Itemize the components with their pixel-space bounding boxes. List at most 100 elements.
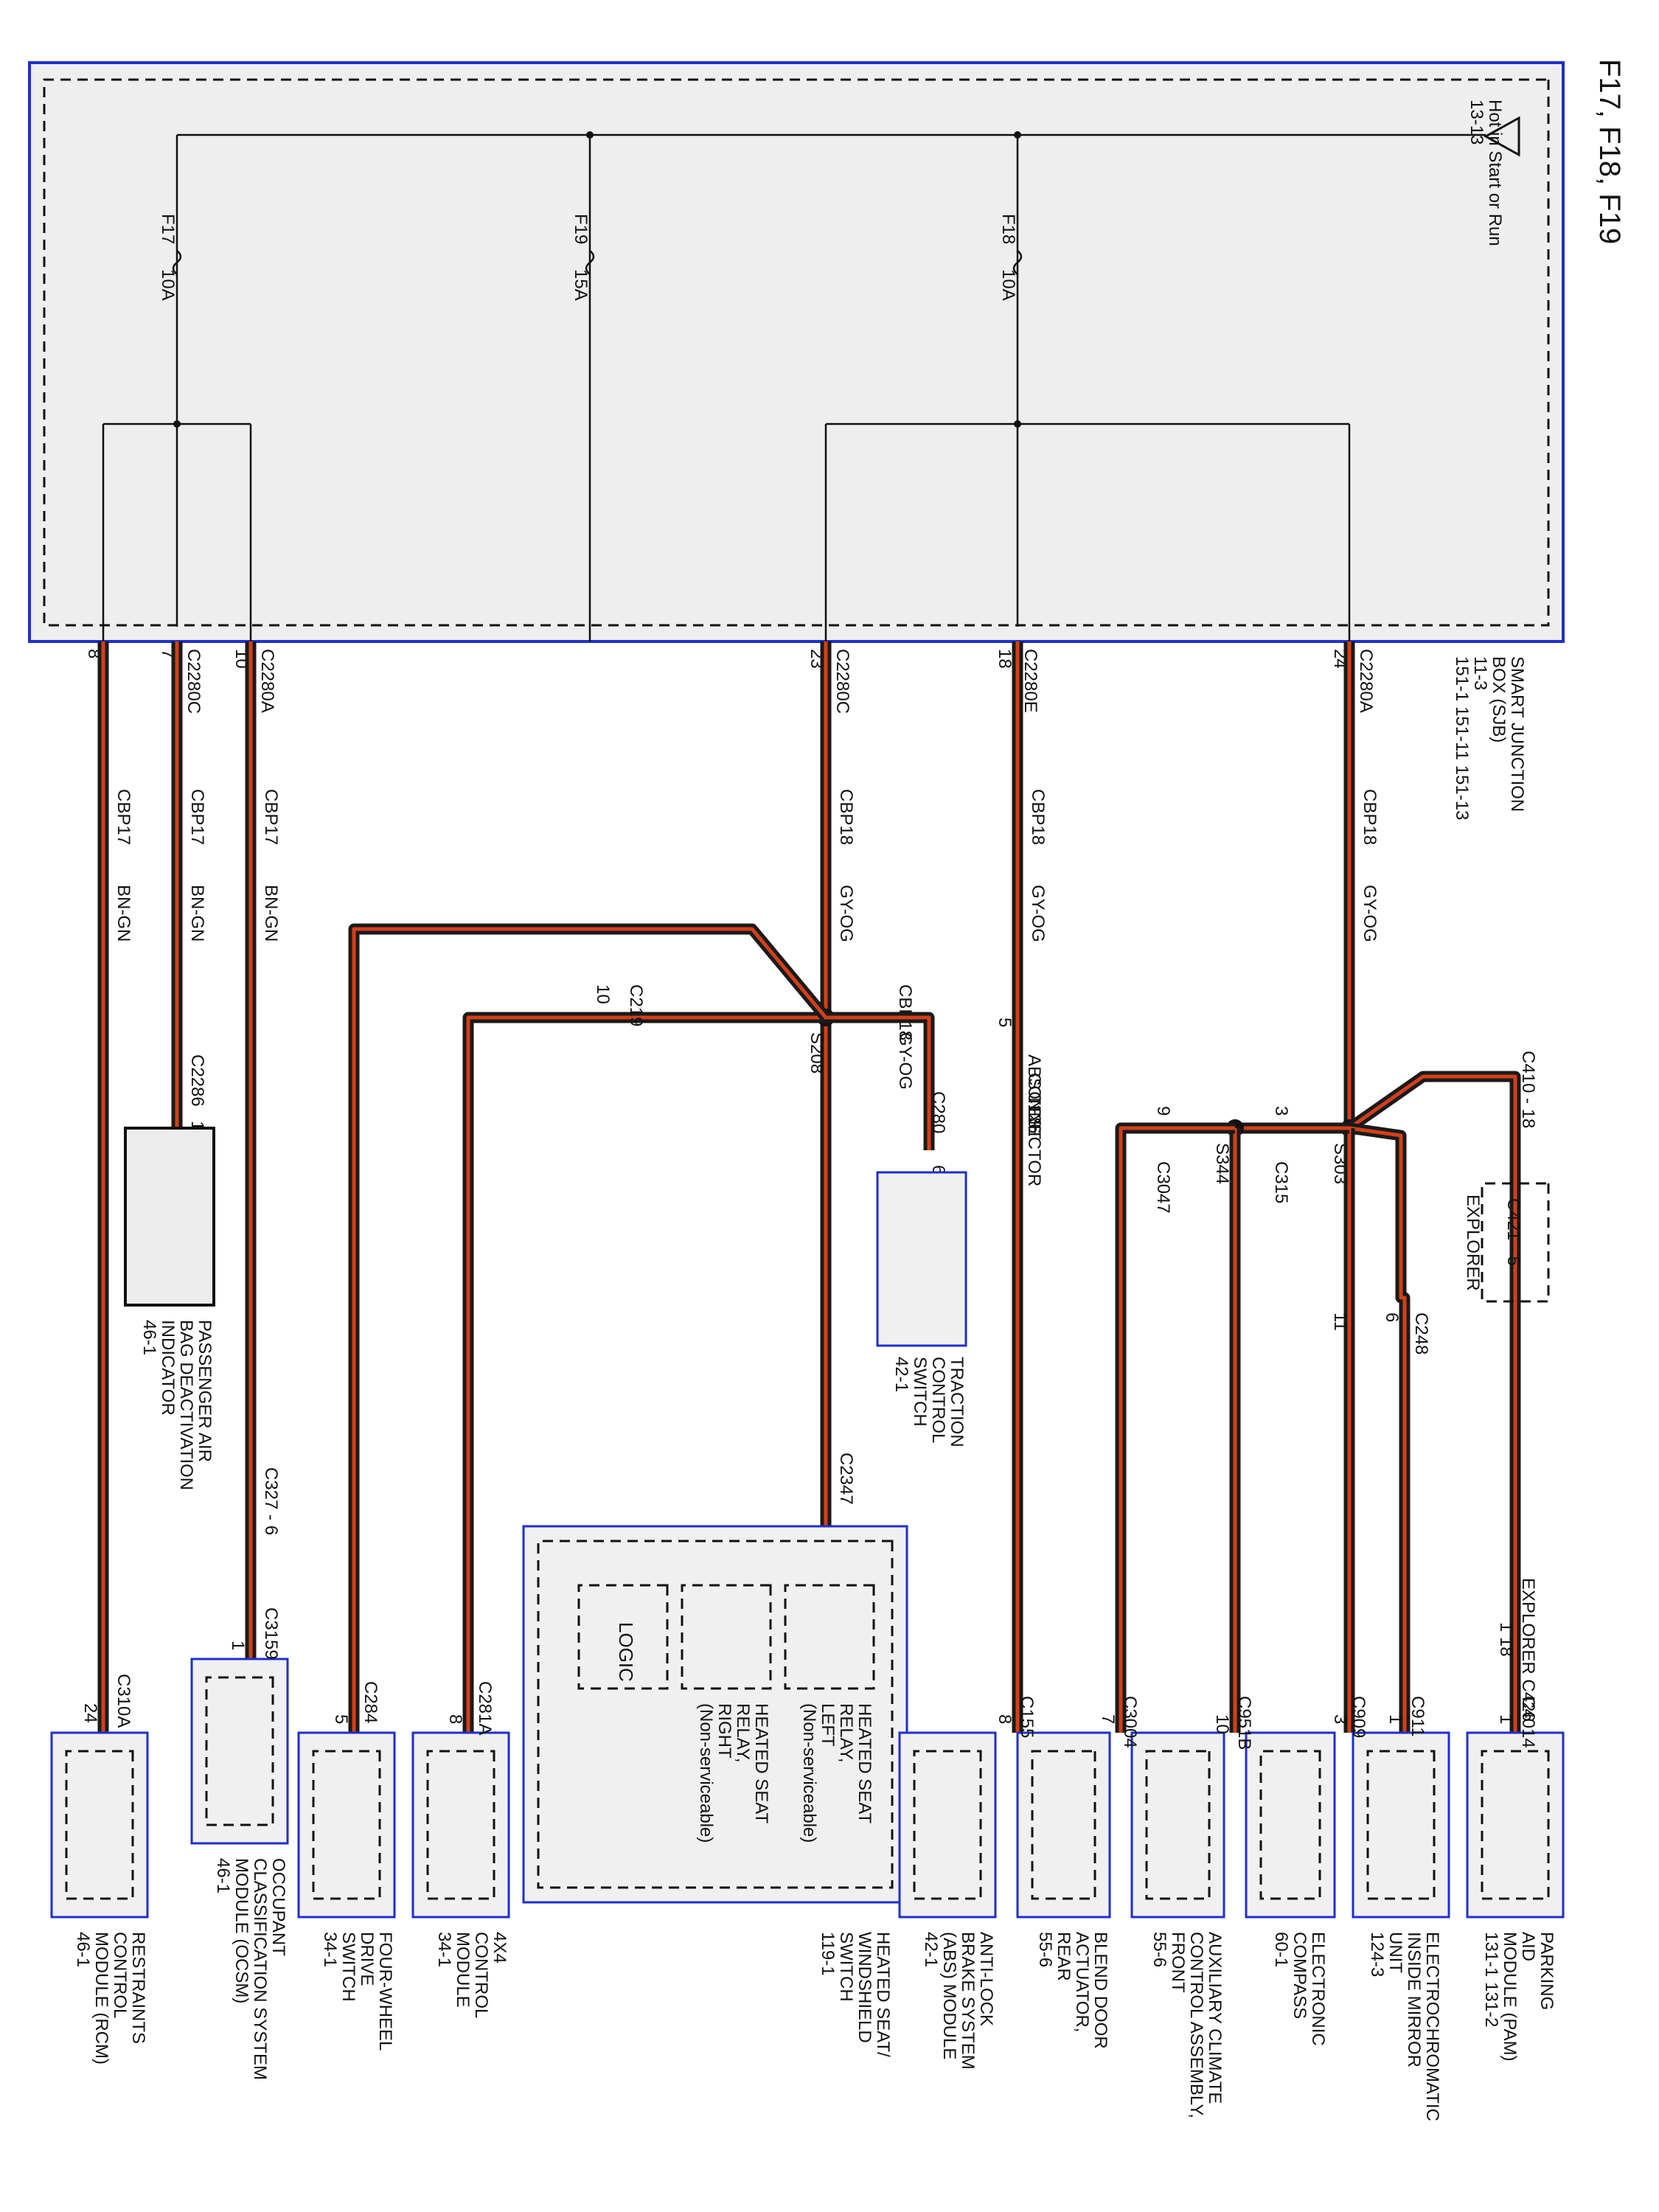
wire-label-gyog-s208: GY-OG — [895, 1032, 915, 1090]
sjb-inner-border — [43, 78, 1550, 627]
conn-c286: C2286 — [187, 1054, 207, 1107]
sjb-label-3: 11-3 — [1470, 656, 1490, 690]
module-blend-name-3: REAR — [1054, 1932, 1074, 1981]
module-abs: C155 8 ANTI-LOCK BRAKE SYSTEM (ABS) MODU… — [898, 1696, 1037, 2070]
module-aux-name-2: CONTROL ASSEMBLY, — [1186, 1932, 1206, 2118]
heated-left-1: HEATED SEAT — [855, 1703, 874, 1823]
module-4wd-name-1: FOUR-WHEEL — [375, 1932, 395, 2051]
traction-switch-4: 42-1 — [891, 1357, 911, 1392]
module-rcm-name-3: MODULE (RCM) — [91, 1932, 111, 2065]
module-compass-conn: C909 — [1349, 1696, 1368, 1738]
heated-logic-label: LOGIC — [615, 1622, 637, 1682]
module-abs-name-4: 42-1 — [921, 1932, 941, 1967]
module-4x4-name-3: MODULE — [453, 1932, 473, 2008]
module-rcm-name-2: CONTROL — [110, 1932, 130, 2018]
sjb-label-4: 151-1 151-11 151-13 — [1452, 656, 1472, 820]
module-4wd-name-4: 34-1 — [320, 1932, 340, 1967]
wire-label-gyog-3: GY-OG — [836, 885, 856, 942]
module-blend-door: C3004 7 BLEND DOOR ACTUATOR, REAR 55-6 — [1016, 1696, 1140, 2049]
f19-name: F19 — [571, 214, 591, 244]
wire-label-cbp18-3: CBP18 — [836, 789, 856, 845]
module-4wd-conn: C284 — [361, 1681, 380, 1723]
heated-seat-switch-box — [522, 1525, 908, 1904]
module-compass-pin: 3 — [1330, 1714, 1350, 1724]
pin-24-conn: C2280A — [1356, 649, 1376, 713]
module-abs-conn: C155 — [1017, 1696, 1037, 1738]
module-aux-name-1: AUXILIARY CLIMATE — [1205, 1932, 1225, 2104]
wire-label-gyog-2: GY-OG — [1028, 885, 1048, 942]
conn-c315: C315 — [1271, 1161, 1291, 1203]
pin-18: 18 — [995, 649, 1015, 669]
traction-switch-box — [876, 1171, 967, 1347]
module-blend-name-4: 55-6 — [1035, 1932, 1055, 1967]
wire-s344-blend — [1115, 1122, 1235, 1733]
heated-left-3: LEFT — [818, 1703, 838, 1747]
module-heated-name-2: WINDSHIELD — [855, 1932, 874, 2043]
splice-s344-label: S344 — [1212, 1143, 1232, 1184]
airbag-indicator-1: PASSENGER AIR — [195, 1320, 215, 1462]
module-aux-name-4: 55-6 — [1150, 1932, 1169, 1967]
module-ocsm-name-2: CLASSIFICATION SYSTEM — [250, 1858, 270, 2080]
f17-name: F17 — [158, 214, 178, 244]
conn-c3047-pin: 9 — [1153, 1106, 1173, 1116]
module-ocsm-name-4: 46-1 — [213, 1858, 233, 1893]
pin-23-conn: C2280C — [832, 649, 852, 714]
module-ocsm-conn: C3159 — [261, 1607, 281, 1660]
module-compass-name-2: COMPASS — [1290, 1932, 1310, 2019]
module-compass: C909 3 ELECTRONIC COMPASS 60-1 — [1245, 1696, 1368, 2046]
diagram-title: F17, F18, F19 — [1593, 59, 1626, 244]
hot-note-line1: Hot in Start or Run — [1485, 100, 1505, 246]
module-mirror-name-4: 124-3 — [1367, 1932, 1387, 1977]
f18-name: F18 — [998, 214, 1018, 244]
module-blend-name-2: ACTUATOR, — [1072, 1932, 1092, 2032]
module-4wd-name-3: SWITCH — [338, 1932, 358, 2002]
module-mirror-name-2: INSIDE MIRROR — [1404, 1932, 1424, 2067]
wire-s208-4x4 — [462, 1012, 826, 1733]
conn-c421: C421 - 5 — [1503, 1198, 1523, 1266]
module-abs-name-1: ANTI-LOCK — [976, 1932, 996, 2026]
module-rcm-name-1: RESTRAINTS — [128, 1932, 148, 2044]
module-mirror: C911 1 ELECTROCHROMATIC INSIDE MIRROR UN… — [1352, 1696, 1450, 2121]
conn-c126-1: ABS TEST — [1024, 1054, 1044, 1140]
heated-right-3: RIGHT — [714, 1703, 734, 1759]
wire-label-cbp18-1: CBP18 — [1360, 789, 1380, 845]
module-blend-conn: C3004 — [1120, 1696, 1140, 1748]
conn-c327: C327 - 6 — [261, 1467, 281, 1535]
module-mirror-name-3: UNIT — [1385, 1932, 1405, 1973]
heated-right-4: (Non-serviceable) — [696, 1703, 716, 1843]
f17-rating: 10A — [158, 269, 178, 301]
module-compass-name-3: 60-1 — [1271, 1932, 1291, 1967]
pin-18-conn: C2280E — [1020, 649, 1040, 713]
module-heated-seat-label: HEATED SEAT/ WINDSHIELD SWITCH 119-1 — [818, 1932, 893, 2057]
pin-7-conn: C2280C — [184, 649, 204, 714]
heated-left-2: RELAY, — [836, 1703, 856, 1763]
conn-c219-pin: 10 — [593, 984, 613, 1004]
module-4x4: C281A 8 4X4 CONTROL MODULE 34-1 — [411, 1681, 510, 2018]
sjb-enclosure — [28, 61, 1565, 643]
f18-fuse-symbol — [1012, 250, 1023, 275]
c421-dashed-box — [1481, 1182, 1550, 1303]
module-rcm-conn: C310A — [114, 1674, 133, 1728]
airbag-indicator-box — [124, 1127, 215, 1307]
module-mirror-pin: 1 — [1385, 1714, 1405, 1724]
heated-right-relay — [681, 1584, 772, 1690]
conn-c4014-pins: 1 18 — [1496, 1622, 1516, 1657]
module-abs-pin: 8 — [995, 1714, 1015, 1724]
wire-label-gyog-1: GY-OG — [1360, 885, 1380, 942]
module-aux-conn: C951B — [1234, 1696, 1254, 1750]
module-abs-name-3: (ABS) MODULE — [939, 1932, 959, 2059]
conn-c248: C248 — [1411, 1312, 1431, 1354]
module-4wd-name-2: DRIVE — [357, 1932, 377, 1986]
conn-c3047: C3047 — [1153, 1161, 1173, 1214]
module-4x4-pin: 8 — [445, 1714, 465, 1724]
module-compass-name-1: ELECTRONIC — [1308, 1932, 1328, 2046]
heated-right-1: HEATED SEAT — [751, 1703, 771, 1823]
conn-explorer-1: EXPLORER — [1463, 1194, 1483, 1291]
module-heated-name-1: HEATED SEAT/ — [873, 1932, 893, 2057]
traction-switch-2: CONTROL — [928, 1357, 948, 1443]
module-pam-name-4: 131-1 131-2 — [1481, 1932, 1501, 2027]
power-source-triangle — [1483, 116, 1520, 157]
conn-c126-2: CONNECTOR — [1024, 1073, 1044, 1186]
module-blend-name-1: BLEND DOOR — [1091, 1932, 1110, 2049]
